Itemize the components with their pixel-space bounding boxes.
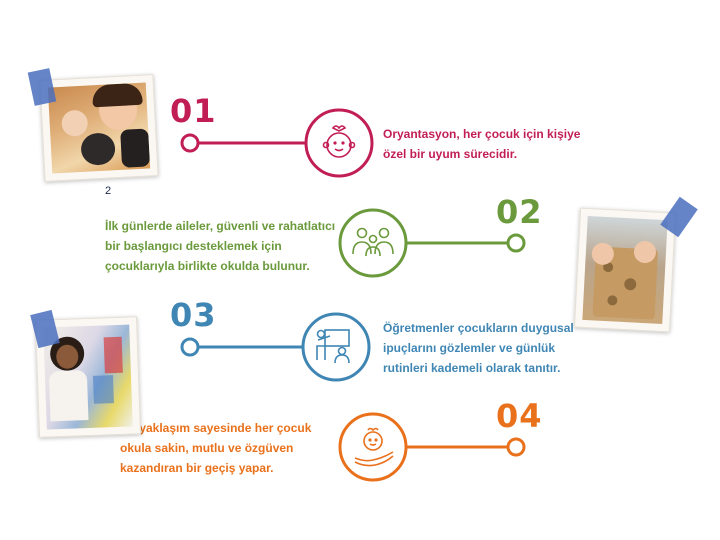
baby-in-hand-icon [354,427,394,467]
step-4-text: Bu yaklaşım sayesinde her çocuk okula sa… [120,421,312,475]
photo-children-with-teacher [39,74,159,182]
step-3-text: Öğretmenler çocukların duygusal ipuçları… [383,321,574,375]
family-group-icon [352,227,394,257]
step-4-number: 04 [496,397,543,435]
photo-children-playground [573,207,677,333]
teacher-board-icon [316,329,350,364]
step-2-number: 02 [496,193,543,231]
page-number: 2 [105,185,112,197]
step-1-text: Oryantasyon, her çocuk için kişiye özel … [383,127,581,161]
baby-face-icon [322,125,356,158]
step-2-text: İlk günlerde aileler, güvenli ve rahatla… [105,219,336,273]
step-1-number: 01 [170,92,217,130]
step-1-connector [180,108,374,178]
step-3-number: 03 [170,296,217,334]
